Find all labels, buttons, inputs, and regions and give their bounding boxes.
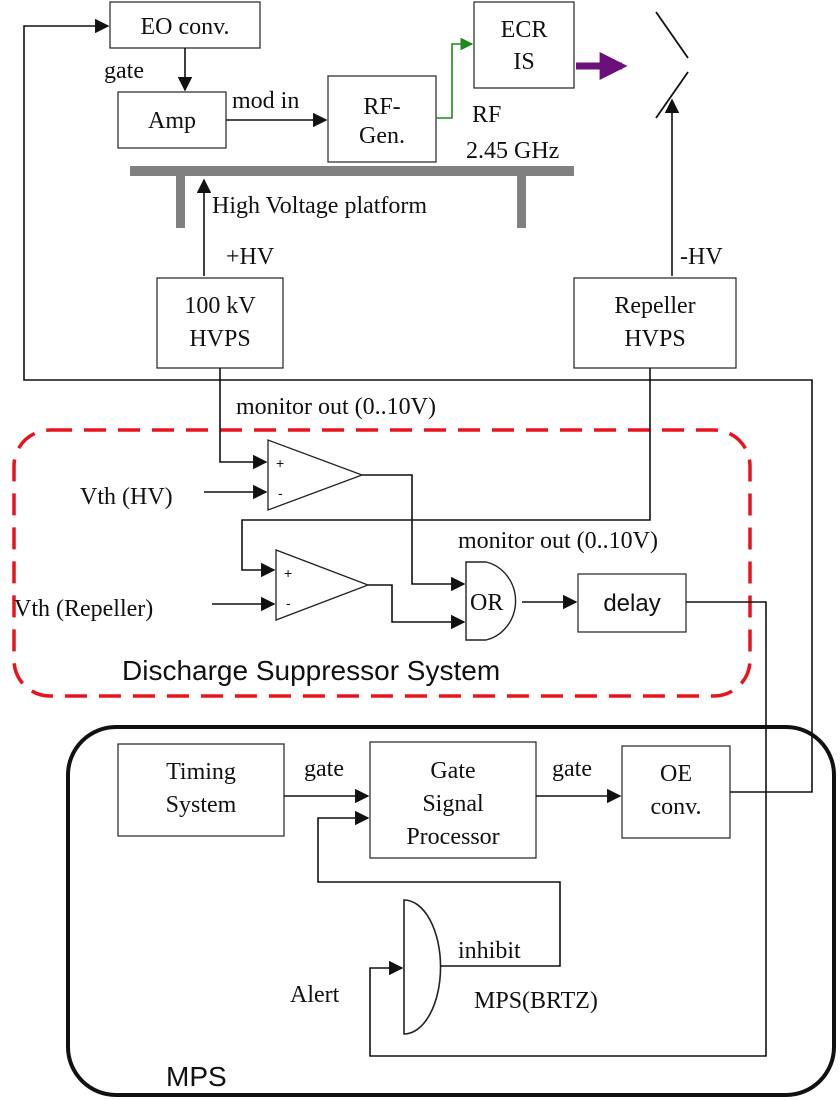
hvps-100kv-box[interactable]: 100 kV HVPS [156,277,284,369]
rf-label-line1: RF [472,102,501,128]
timing-system-label-line2: System [166,792,237,818]
amp-label: Amp [148,108,196,134]
gate-signal-processor-box[interactable]: Gate Signal Processor [369,741,537,859]
monitor-out-label-2: monitor out (0..10V) [458,528,658,554]
amp-box[interactable]: Amp [117,91,227,149]
discharge-suppressor-label: Discharge Suppressor System [122,655,500,686]
hvps-100kv-label-line2: HVPS [189,326,250,352]
delay-label: delay [603,590,660,617]
gsp-label-line2: Signal [422,791,484,817]
rf-label-line2: 2.45 GHz [466,138,559,164]
comparator-repeller-minus: - [286,595,291,611]
gate-timing-label: gate [304,756,344,782]
gsp-label-line3: Processor [406,824,499,850]
oe-conv-label-line1: OE [660,761,692,787]
timing-system-label-line1: Timing [166,759,236,785]
eo-conv-label: EO conv. [140,14,229,40]
repeller-hvps-label-line2: HVPS [624,326,685,352]
rf-gen-box[interactable]: RF- Gen. [327,75,437,163]
hvps-100kv-label-line1: 100 kV [184,293,256,319]
timing-system-box[interactable]: Timing System [117,743,285,837]
repeller-hvps-box[interactable]: Repeller HVPS [573,277,737,369]
gsp-label-line1: Gate [430,758,475,784]
mps-label: MPS [166,1061,227,1092]
rf-gen-label-line1: RF- [363,94,400,120]
wire-comp-rep-to-or [368,584,466,630]
mps-border [66,725,836,1097]
wire-inhibit [317,810,561,967]
ecr-is-box[interactable]: ECR IS [473,1,575,89]
wire-monitor-hv [219,368,268,470]
mps-brtz-gate [403,899,442,1035]
oe-conv-label-line2: conv. [650,794,701,820]
wire-comp-hv-to-or [362,474,466,592]
rf-gen-label-line2: Gen. [359,123,405,149]
or-gate-label: OR [470,590,503,616]
comparator-hv: + - [267,439,364,511]
minus-hv-label: -HV [680,244,723,270]
wire-optical-loop [23,18,813,793]
wire-delay-to-alert [369,601,767,1057]
ecr-is-label-line2: IS [513,49,534,75]
gate-eo-label: gate [104,58,144,84]
eo-conv-box[interactable]: EO conv. [109,1,261,49]
ecr-is-label-line1: ECR [501,17,548,43]
repeller-electrode-top [655,11,689,59]
oe-conv-box[interactable]: OE conv. [621,745,731,839]
inhibit-label: inhibit [458,938,521,964]
delay-box[interactable]: delay [577,573,687,633]
comparator-repeller-plus: + [284,565,292,581]
monitor-out-label-1: monitor out (0..10V) [236,394,436,420]
vth-hv-label: Vth (HV) [80,484,173,510]
vth-repeller-label: Vth (Repeller) [14,596,153,622]
wire-rf-to-ecr [436,37,474,119]
alert-label: Alert [290,982,340,1008]
mod-in-label: mod in [232,88,299,114]
repeller-electrode-bottom [655,71,689,119]
plus-hv-label: +HV [226,244,275,270]
wire-monitor-repeller [241,368,651,578]
comparator-hv-plus: + [276,455,284,471]
discharge-suppressor-border [12,428,752,698]
comparator-repeller: + - [275,549,370,621]
high-voltage-platform [130,166,574,228]
comparator-hv-minus: - [278,485,283,501]
mps-brtz-label: MPS(BRTZ) [474,988,598,1014]
gate-oe-label: gate [552,756,592,782]
repeller-hvps-label-line1: Repeller [614,293,695,319]
hv-platform-label: High Voltage platform [212,193,427,219]
or-gate: OR [465,561,517,641]
